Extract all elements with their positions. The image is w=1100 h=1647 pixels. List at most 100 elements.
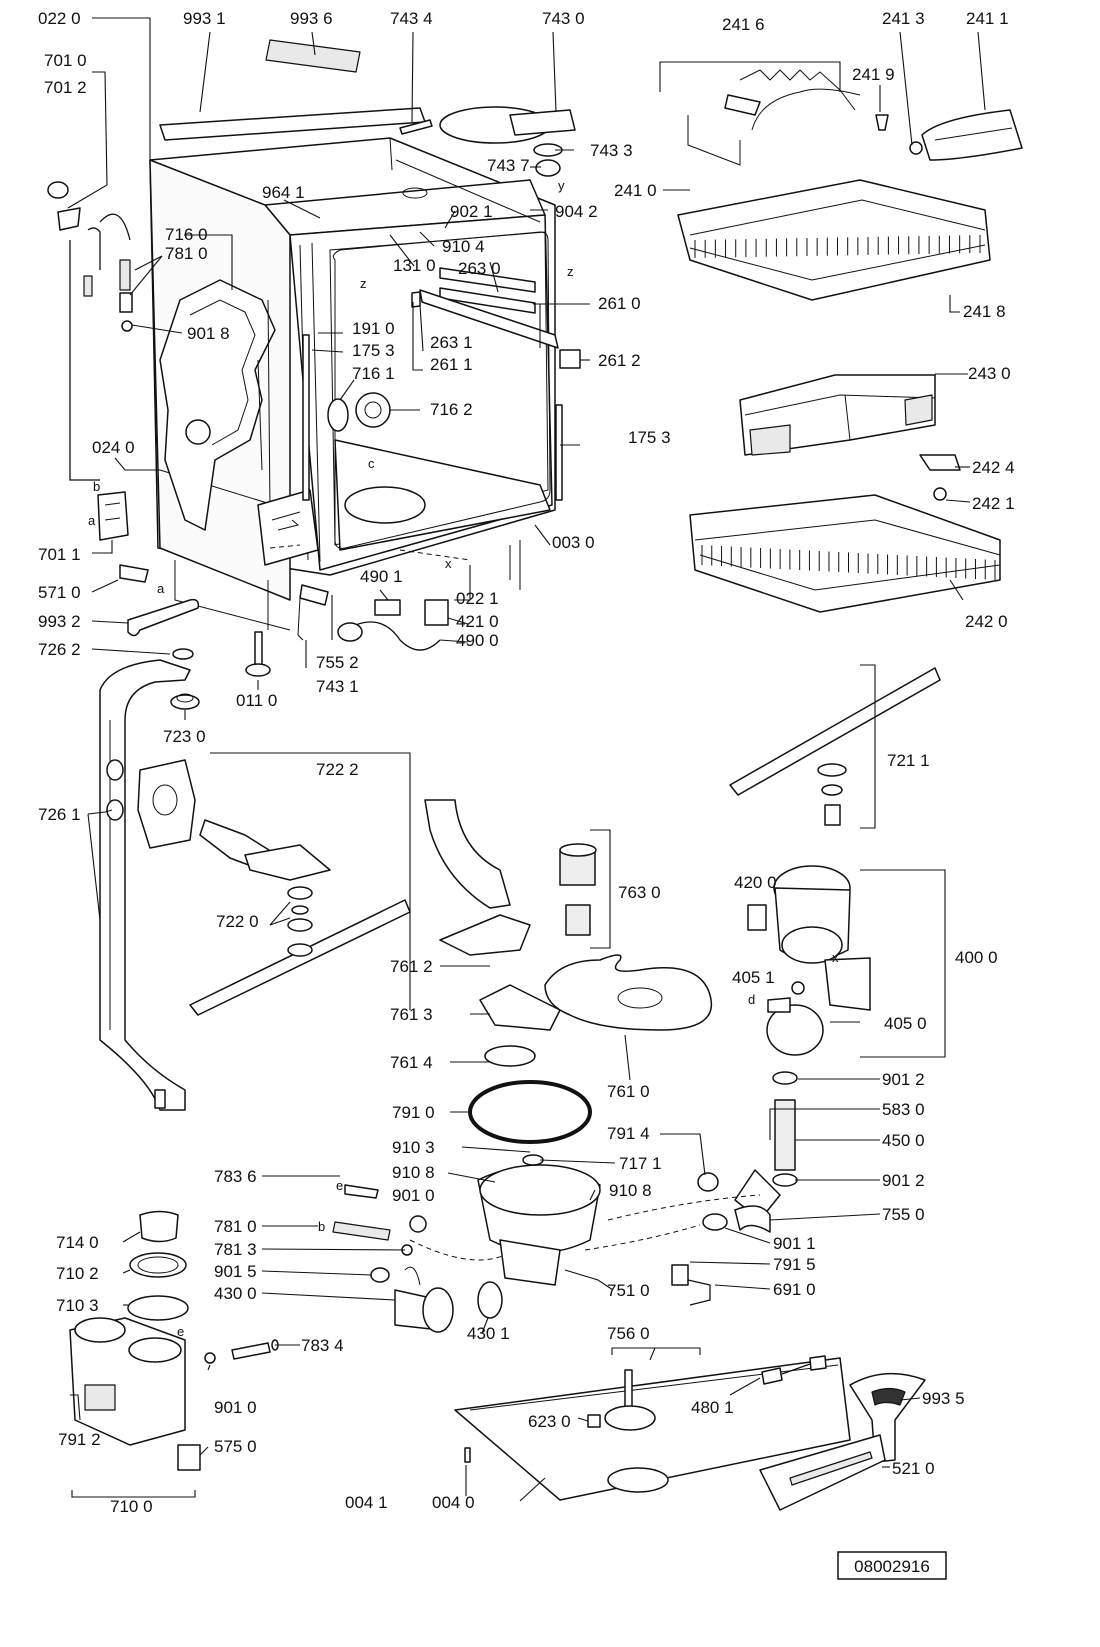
letter-a-1: a [88, 513, 96, 528]
callout-0030: 003 0 [552, 533, 595, 552]
spray-manifold [424, 799, 561, 1067]
callout-4901: 490 1 [360, 567, 403, 586]
heater-tube [734, 1071, 798, 1221]
callout-7011: 701 1 [38, 545, 81, 564]
callout-7834: 783 4 [301, 1336, 344, 1355]
callout-7613: 761 3 [390, 1005, 433, 1024]
callout-7160: 716 0 [165, 225, 208, 244]
callout-2630: 263 0 [458, 259, 501, 278]
callout-7102: 710 2 [56, 1264, 99, 1283]
callout-9010a: 901 0 [392, 1186, 435, 1205]
callout-1753a: 175 3 [352, 341, 395, 360]
callout-7161: 716 1 [352, 364, 395, 383]
callout-2611: 261 1 [430, 355, 473, 374]
drawing-number: 08002916 [854, 1557, 930, 1576]
callout-0041: 004 1 [345, 1493, 388, 1512]
callout-9935: 993 5 [922, 1389, 965, 1408]
callout-2631: 263 1 [430, 333, 473, 352]
callout-7630: 763 0 [618, 883, 661, 902]
callout-9012b: 901 2 [882, 1171, 925, 1190]
letter-a-2: a [157, 581, 165, 596]
callout-0110: 011 0 [236, 691, 277, 710]
basket-rails [411, 267, 581, 369]
callout-7162: 716 2 [430, 400, 473, 419]
outlet-hose-755 [697, 1172, 771, 1233]
callout-7433: 743 3 [590, 141, 633, 160]
upper-basket [677, 69, 1023, 301]
callout-1310: 131 0 [393, 256, 436, 275]
callout-7810b: 781 0 [214, 1217, 257, 1236]
callout-9104: 910 4 [442, 237, 485, 256]
callout-7836: 783 6 [214, 1167, 257, 1186]
callout-2419: 241 9 [852, 65, 895, 84]
basket-rail-clips [919, 454, 961, 501]
callout-7510: 751 0 [607, 1281, 650, 1300]
kick-plate [759, 1434, 886, 1511]
lower-basket [689, 494, 1001, 613]
callout-2420: 242 0 [965, 612, 1008, 631]
callout-labels: 022 0 993 1 993 6 743 4 743 0 241 6 241 … [38, 9, 1015, 1516]
callout-9011: 901 1 [773, 1234, 816, 1253]
callout-7915: 791 5 [773, 1255, 816, 1274]
callout-6910: 691 0 [773, 1280, 816, 1299]
callout-4300: 430 0 [214, 1284, 257, 1303]
valve-571 [119, 564, 149, 583]
callout-9042: 904 2 [555, 202, 598, 221]
callout-5210: 521 0 [892, 1459, 935, 1478]
callout-7220: 722 0 [216, 912, 259, 931]
letter-x-1: x [445, 556, 452, 571]
callout-7261: 726 1 [38, 805, 81, 824]
callout-7430: 743 0 [542, 9, 585, 28]
callout-7434: 743 4 [390, 9, 433, 28]
callout-4200: 420 0 [734, 873, 777, 892]
wiring-connectors [337, 599, 449, 651]
callout-9018: 901 8 [187, 324, 230, 343]
callout-9012a: 901 2 [882, 1070, 925, 1089]
callout-7222: 722 2 [316, 760, 359, 779]
callout-5710: 571 0 [38, 583, 81, 602]
callout-4050: 405 0 [884, 1014, 927, 1033]
callout-7010: 701 0 [44, 51, 87, 70]
filter-assembly [559, 843, 597, 936]
callout-9932: 993 2 [38, 612, 81, 631]
callout-4210: 421 0 [456, 612, 499, 631]
callout-2610: 261 0 [598, 294, 641, 313]
reference-letters: b a a c x x y z z d e e b [88, 178, 839, 1339]
callout-7910: 791 0 [392, 1103, 435, 1122]
callout-9936: 993 6 [290, 9, 333, 28]
callout-2413: 241 3 [882, 9, 925, 28]
callout-7230: 723 0 [163, 727, 206, 746]
drain-pump [394, 1266, 454, 1333]
side-trim-strips [302, 334, 563, 501]
callout-4500: 450 0 [882, 1131, 925, 1150]
door-latch-plate [257, 489, 319, 566]
callout-7262: 726 2 [38, 640, 81, 659]
inlet-parts [332, 1184, 427, 1283]
spanner-tool [127, 598, 200, 637]
sump-housing [477, 1154, 601, 1319]
door-seal [332, 231, 551, 549]
callout-9108a: 910 8 [392, 1163, 435, 1182]
bracket-755-743 [297, 584, 329, 641]
letter-d: d [748, 992, 755, 1007]
callout-7171: 717 1 [619, 1154, 662, 1173]
callout-0221: 022 1 [456, 589, 499, 608]
callout-2418: 241 8 [963, 302, 1006, 321]
callout-7810: 781 0 [165, 244, 208, 263]
top-trim-strips [159, 39, 426, 141]
letter-c: c [368, 456, 375, 471]
callout-4051: 405 1 [732, 968, 775, 987]
callout-6230: 623 0 [528, 1412, 571, 1431]
callout-7550: 755 0 [882, 1205, 925, 1224]
upper-spray-arm [729, 667, 941, 826]
callout-7560: 756 0 [607, 1324, 650, 1343]
water-connection-block [97, 491, 129, 541]
callout-9108b: 910 8 [609, 1181, 652, 1200]
callout-7813: 781 3 [214, 1240, 257, 1259]
callout-5750: 575 0 [214, 1437, 257, 1456]
callout-7552: 755 2 [316, 653, 359, 672]
callout-7012: 701 2 [44, 78, 87, 97]
callout-7610: 761 0 [607, 1082, 650, 1101]
water-softener [69, 1210, 201, 1471]
